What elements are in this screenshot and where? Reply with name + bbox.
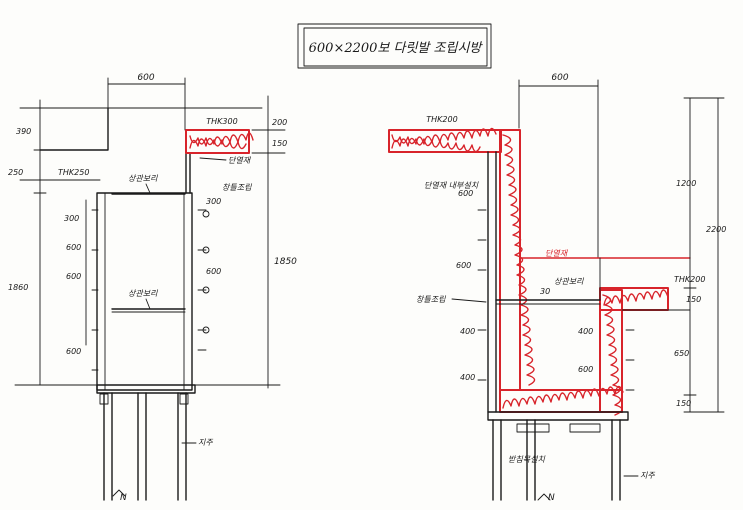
right-label-north: N [548,493,555,503]
left-dim-300-left: 300 [64,214,79,223]
title-box: 600×2200보 다릿발 조립시방 [297,23,492,69]
right-label-strut: 상관보리 [554,277,584,286]
right-label-bottom-note: 받침목설치 [508,455,545,464]
left-dim-200: 200 [272,118,287,127]
left-dim-600-c: 600 [66,347,81,356]
right-dim-600-a: 600 [458,189,473,198]
left-label-strut-top: 상관보리 [128,174,158,183]
right-thk200-top: THK200 [426,115,457,124]
left-dim-1860: 1860 [8,283,28,292]
left-label-insulation: 단열재 [228,156,252,165]
left-label-side-note: 창틀조립 [222,183,252,192]
right-dim-600-c: 600 [578,365,593,374]
left-label-north: N [120,493,127,503]
right-dim-400-b: 400 [460,373,475,382]
left-thk300: THK300 [206,117,237,126]
right-dim-400-a: 400 [460,327,475,336]
left-thk250: THK250 [58,168,89,177]
right-dim-1200: 1200 [676,179,696,188]
right-dim-150-a: 150 [686,295,701,304]
right-label-support: 지주 [640,471,655,480]
right-label-frame: 창틀조립 [416,295,446,304]
left-dim-600-b: 600 [66,272,81,281]
left-dim-300-right: 300 [206,197,221,206]
left-label-strut-mid: 상관보리 [128,289,158,298]
right-dim-400-c: 400 [578,327,593,336]
left-dim-1850: 1850 [274,257,297,267]
right-red-label: 단열재 [545,249,569,258]
left-label-support: 지주 [198,438,213,447]
right-dim-600-b: 600 [456,261,471,270]
right-thk200-right: THK200 [674,275,705,284]
right-dim-30: 30 [540,287,550,296]
right-dim-top-width: 600 [551,73,568,83]
left-section: 600 THK300 [8,73,297,503]
left-dim-top-width: 600 [137,73,154,83]
left-dim-150: 150 [272,139,287,148]
right-section: 600 THK200 단열재 [388,73,726,503]
left-dim-600-d: 600 [206,267,221,276]
right-dim-650: 650 [674,349,689,358]
right-dim-150-b: 150 [676,399,691,408]
right-dim-2200: 2200 [706,225,726,234]
left-dim-600-a: 600 [66,243,81,252]
left-dim-250: 250 [8,168,23,177]
title-text: 600×2200보 다릿발 조립시방 [309,41,484,56]
right-note-left: 단열재 내부설치 [424,181,479,190]
left-dim-390: 390 [16,127,31,136]
